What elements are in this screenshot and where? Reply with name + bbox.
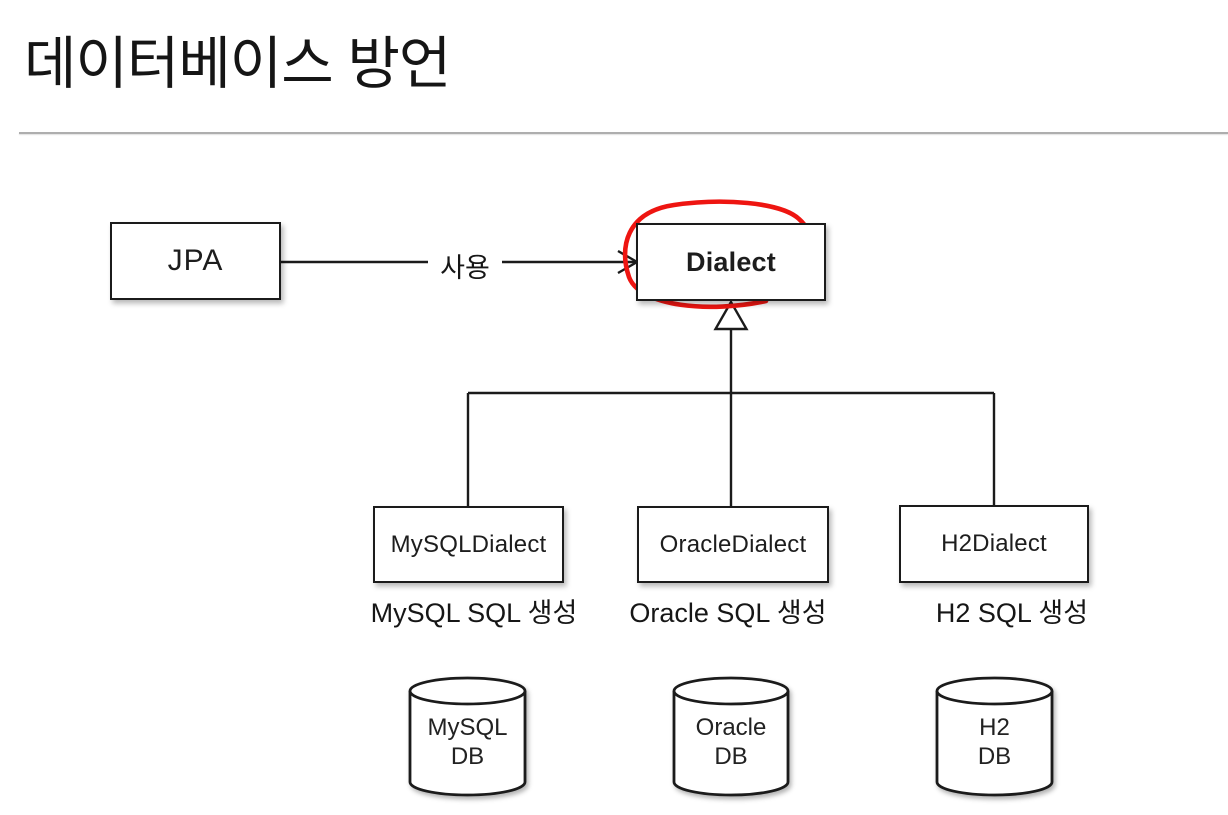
h2-dialect-box: H2Dialect bbox=[899, 505, 1089, 583]
h2-db-suffix: DB bbox=[977, 743, 1012, 770]
h2-db-cylinder-icon bbox=[935, 676, 1054, 797]
oracle-dialect-box-label: OracleDialect bbox=[659, 530, 807, 558]
inheritance-triangle-icon bbox=[713, 299, 749, 331]
title-divider-line bbox=[19, 132, 1228, 134]
h2-dialect-box-label: H2Dialect bbox=[941, 530, 1047, 557]
oracle-sql-caption: Oracle SQL 생성 bbox=[629, 598, 827, 628]
jpa-box-label: JPA bbox=[167, 244, 224, 277]
inheritance-connector-lines bbox=[466, 299, 996, 507]
oracle-db-cylinder-icon bbox=[672, 676, 790, 797]
mysql-db-label: MySQL DB bbox=[398, 713, 538, 771]
dialect-box: Dialect bbox=[636, 223, 826, 301]
usage-edge-label: 사용 bbox=[440, 253, 490, 283]
oracle-dialect-box: OracleDialect bbox=[637, 506, 829, 583]
oracle-db-label: Oracle DB bbox=[661, 713, 801, 771]
mysql-sql-caption: MySQL SQL 생성 bbox=[370, 598, 578, 628]
mysql-dialect-box-label: MySQLDialect bbox=[390, 530, 547, 558]
oracle-db-name: Oracle bbox=[695, 714, 767, 741]
mysql-db-suffix: DB bbox=[450, 743, 485, 770]
jpa-box: JPA bbox=[110, 222, 281, 300]
mysql-db-cylinder-icon bbox=[408, 676, 527, 797]
oracle-db-suffix: DB bbox=[714, 743, 748, 770]
dialect-box-label: Dialect bbox=[686, 246, 776, 277]
h2-db-label: H2 DB bbox=[925, 713, 1065, 771]
h2-sql-caption: H2 SQL 생성 bbox=[935, 598, 1089, 628]
mysql-db-name: MySQL bbox=[427, 714, 508, 741]
page-title: 데이터베이스 방언 bbox=[24, 32, 451, 96]
h2-db-name: H2 bbox=[979, 714, 1010, 741]
mysql-dialect-box: MySQLDialect bbox=[373, 506, 564, 583]
